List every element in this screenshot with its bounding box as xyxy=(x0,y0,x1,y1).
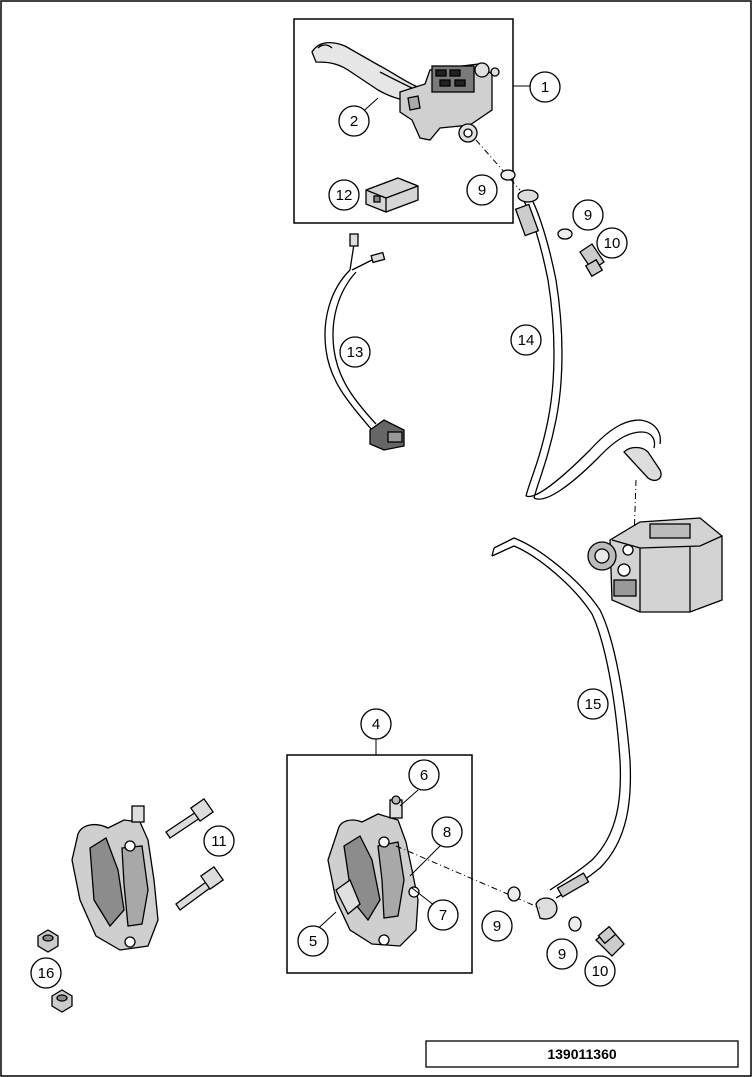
sealing-washer-part xyxy=(557,228,573,240)
sealing-washer-part xyxy=(500,169,516,181)
callout-1: 1 xyxy=(529,71,561,103)
leader-line xyxy=(633,479,637,541)
callout-2: 2 xyxy=(338,105,370,137)
callout-4: 4 xyxy=(360,708,392,740)
callout-8: 8 xyxy=(431,816,463,848)
callout-15: 15 xyxy=(577,688,609,720)
callout-10b: 10 xyxy=(584,955,616,987)
reference-number: 139011360 xyxy=(547,1046,617,1062)
brake-light-switch-part xyxy=(365,177,419,213)
svg-text:9: 9 xyxy=(478,182,486,199)
sealing-washer-part xyxy=(568,916,582,932)
callout-5: 5 xyxy=(297,925,329,957)
svg-text:1: 1 xyxy=(541,79,549,96)
leader-line xyxy=(475,139,521,191)
reference-number-box: 139011360 xyxy=(425,1040,739,1068)
nut-part xyxy=(37,929,59,953)
brake-caliper-loose-part xyxy=(71,805,159,951)
banjo-bolt-part xyxy=(595,925,625,957)
callout-leaders xyxy=(311,85,530,935)
brake-line-rear-part xyxy=(491,537,632,920)
group-box-brake-cylinder xyxy=(293,18,514,224)
abs-hydraulic-unit-part xyxy=(587,517,723,613)
callout-9b: 9 xyxy=(572,199,604,231)
master-cylinder-part xyxy=(399,62,500,143)
callout-14: 14 xyxy=(510,324,542,356)
svg-text:7: 7 xyxy=(439,907,447,924)
brake-line-front-part xyxy=(514,189,662,500)
caliper-bolt-part xyxy=(165,797,215,839)
callout-9a: 9 xyxy=(466,174,498,206)
svg-text:9: 9 xyxy=(558,946,566,963)
svg-text:16: 16 xyxy=(38,965,55,982)
svg-text:4: 4 xyxy=(372,716,380,733)
brake-caliper-part xyxy=(327,795,420,947)
svg-text:9: 9 xyxy=(493,918,501,935)
brake-sensor-cable-part xyxy=(324,233,405,451)
svg-text:10: 10 xyxy=(592,963,609,980)
svg-text:10: 10 xyxy=(604,235,621,252)
svg-text:5: 5 xyxy=(309,933,317,950)
svg-text:8: 8 xyxy=(443,824,451,841)
group-box-brake-caliper xyxy=(286,754,473,974)
callout-9c: 9 xyxy=(481,910,513,942)
callout-13: 13 xyxy=(339,336,371,368)
svg-text:6: 6 xyxy=(420,767,428,784)
nut-part xyxy=(51,989,73,1013)
callout-11: 11 xyxy=(203,825,235,857)
svg-text:13: 13 xyxy=(347,344,364,361)
callout-12: 12 xyxy=(328,179,360,211)
banjo-bolt-part xyxy=(579,243,605,278)
svg-text:9: 9 xyxy=(584,207,592,224)
svg-text:14: 14 xyxy=(518,332,535,349)
caliper-bolt-part xyxy=(175,865,225,911)
callout-16: 16 xyxy=(30,957,62,989)
svg-text:15: 15 xyxy=(585,696,602,713)
svg-text:11: 11 xyxy=(211,833,227,850)
svg-text:2: 2 xyxy=(350,113,358,130)
callout-10a: 10 xyxy=(596,227,628,259)
sealing-washer-part xyxy=(507,886,521,902)
callout-6: 6 xyxy=(408,759,440,791)
callout-7: 7 xyxy=(427,899,459,931)
callout-9d: 9 xyxy=(546,938,578,970)
svg-text:12: 12 xyxy=(336,187,353,204)
